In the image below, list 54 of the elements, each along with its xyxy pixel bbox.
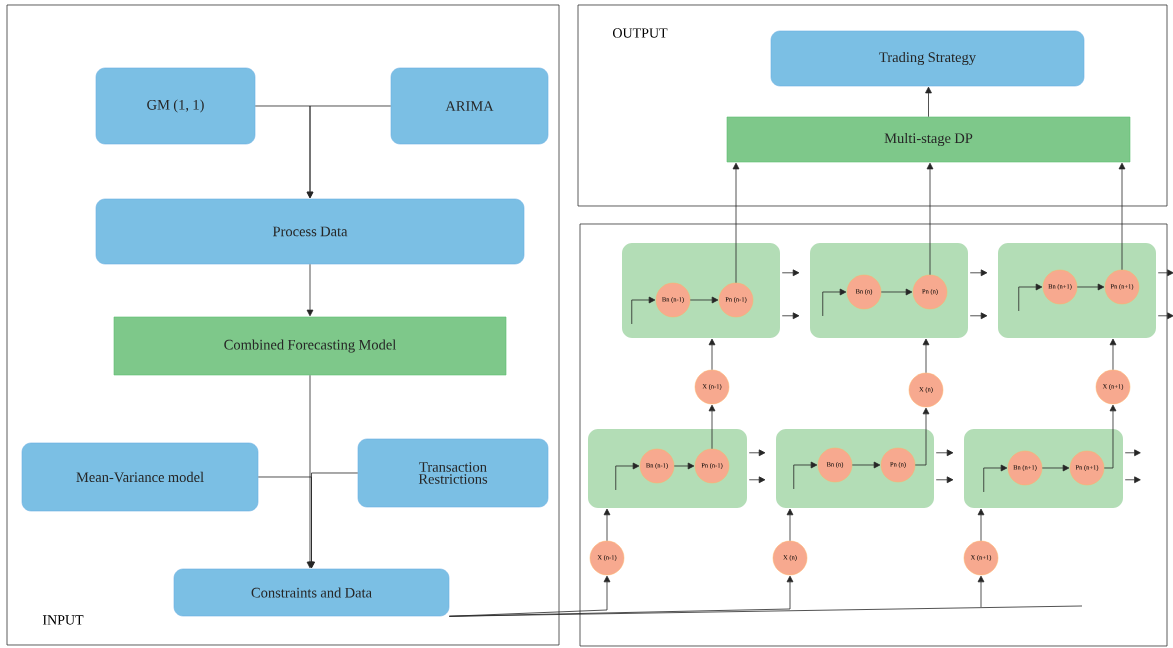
arrow bbox=[306, 105, 392, 199]
arrow bbox=[1076, 283, 1105, 291]
arrow bbox=[851, 461, 881, 469]
model-box: Combined Forecasting Model bbox=[113, 316, 507, 376]
arrow bbox=[1103, 404, 1117, 469]
arrow bbox=[1124, 476, 1141, 484]
arrow bbox=[935, 476, 954, 484]
arrow bbox=[1157, 269, 1173, 277]
arrow bbox=[926, 162, 934, 276]
arrow bbox=[822, 288, 847, 317]
process-box: ARIMA bbox=[390, 67, 549, 145]
arrow bbox=[977, 508, 985, 542]
arrow bbox=[306, 374, 314, 569]
arrow bbox=[922, 338, 930, 374]
arrow bbox=[983, 464, 1008, 493]
arrow bbox=[631, 296, 656, 325]
arrow bbox=[781, 269, 800, 277]
arrow bbox=[306, 263, 314, 317]
arrow bbox=[969, 269, 988, 277]
arrow bbox=[748, 449, 766, 457]
arrow bbox=[689, 296, 719, 304]
panel bbox=[579, 223, 1168, 647]
arrow bbox=[732, 162, 740, 284]
arrow bbox=[308, 472, 359, 569]
arrow bbox=[673, 462, 695, 470]
arrow bbox=[615, 462, 640, 491]
arrow bbox=[448, 575, 1083, 617]
arrow bbox=[603, 508, 611, 542]
arrow bbox=[1041, 464, 1070, 472]
panel-heading: OUTPUT bbox=[613, 28, 668, 38]
arrow bbox=[708, 338, 716, 371]
panel-heading: INPUT bbox=[42, 615, 84, 625]
arrow bbox=[969, 312, 988, 320]
process-box: Mean-Variance model bbox=[21, 442, 259, 512]
arrow bbox=[708, 404, 716, 450]
process-box: Constraints and Data bbox=[173, 568, 450, 617]
arrow bbox=[748, 476, 766, 484]
arrow bbox=[793, 461, 818, 490]
process-box: GM (1, 1) bbox=[95, 67, 256, 145]
arrow bbox=[786, 508, 794, 542]
arrow bbox=[1109, 338, 1117, 371]
arrow bbox=[925, 86, 932, 118]
arrow bbox=[781, 312, 800, 320]
process-box: Process Data bbox=[95, 198, 525, 265]
arrow bbox=[1118, 162, 1126, 271]
process-box: Trading Strategy bbox=[770, 30, 1085, 87]
arrow bbox=[1124, 449, 1141, 457]
arrow bbox=[880, 288, 913, 296]
model-box: Multi-stage DP bbox=[726, 116, 1131, 163]
arrow bbox=[1157, 312, 1173, 320]
arrow bbox=[914, 407, 930, 466]
process-box: Transaction Restrictions bbox=[357, 438, 549, 508]
arrow bbox=[935, 449, 954, 457]
arrow bbox=[1018, 283, 1043, 312]
